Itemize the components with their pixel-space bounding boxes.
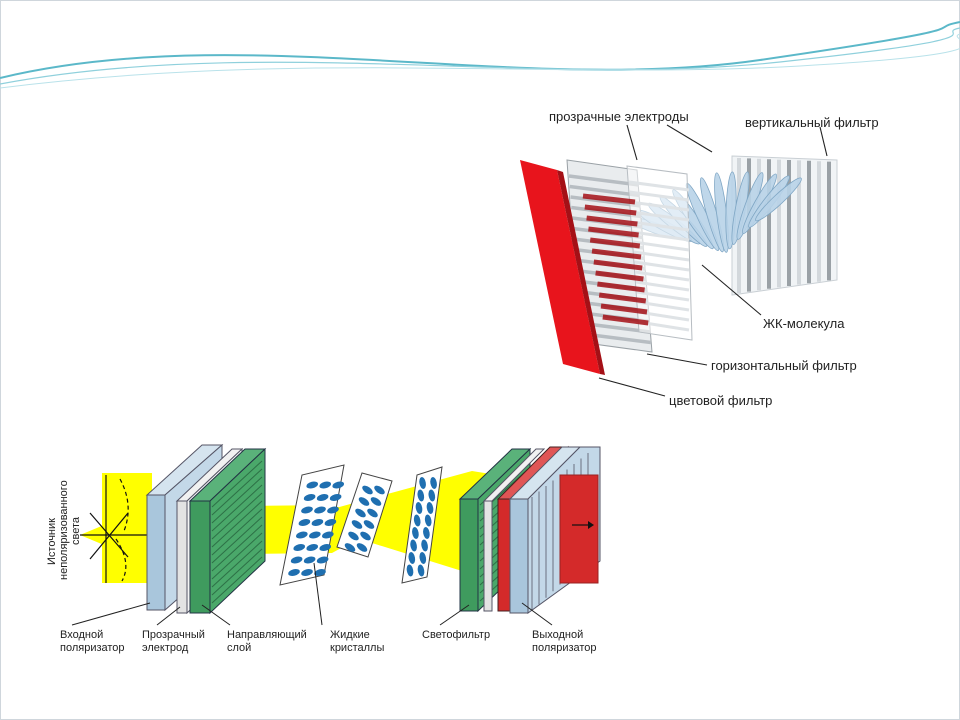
output-red-light (559, 474, 599, 584)
color-filter-label: Светофильтр (422, 629, 490, 641)
liquid-crystal-panel-2 (336, 472, 393, 558)
input-polarizer-label-2: поляризатор (60, 642, 125, 654)
lcd-light-path-illustration: Источник неполяризованного света (46, 443, 601, 654)
alignment-layer-label-1: Направляющий (227, 629, 307, 641)
source-label-line3: света (70, 516, 82, 545)
bottom-leader-lines (71, 562, 553, 626)
input-polarizer-label-1: Входной (60, 629, 103, 641)
transparent-electrode-panel (626, 165, 693, 341)
leader-lines (598, 124, 828, 397)
liquid-crystal-panel-3 (401, 466, 443, 584)
lcd-light-path-diagram: Источник неполяризованного света (32, 435, 610, 680)
liquid-crystals-label-1: Жидкие (330, 629, 370, 641)
bottom-labels: Входной поляризатор Прозрачный электрод … (60, 629, 597, 654)
color-filter-panel (520, 160, 649, 375)
lcd-layers-illustration: прозрачные электроды вертикальный фильтр… (520, 109, 879, 408)
label-color-filter: цветовой фильтр (669, 393, 772, 408)
label-vertical-filter: вертикальный фильтр (745, 115, 879, 130)
label-horizontal-filter: горизонтальный фильтр (711, 358, 857, 373)
header-wave-decoration (0, 21, 960, 89)
transparent-electrode-label-1: Прозрачный (142, 629, 205, 641)
alignment-layer-label-2: слой (227, 642, 251, 654)
source-label-line1: Источник (46, 518, 58, 565)
liquid-crystal-panel-1 (279, 464, 345, 586)
liquid-crystals-label-2: кристаллы (330, 642, 384, 654)
source-arrows (80, 475, 152, 583)
alignment-layer (188, 447, 267, 615)
lcd-layers-diagram: прозрачные электроды вертикальный фильтр… (487, 90, 900, 420)
label-lc-molecule: ЖК-молекула (763, 316, 845, 331)
output-polarizer-label-1: Выходной (532, 629, 583, 641)
label-transparent-electrodes: прозрачные электроды (549, 109, 689, 124)
output-polarizer-label-2: поляризатор (532, 642, 597, 654)
source-label-line2: неполяризованного (58, 480, 70, 580)
transparent-electrode-label-2: электрод (142, 642, 189, 654)
